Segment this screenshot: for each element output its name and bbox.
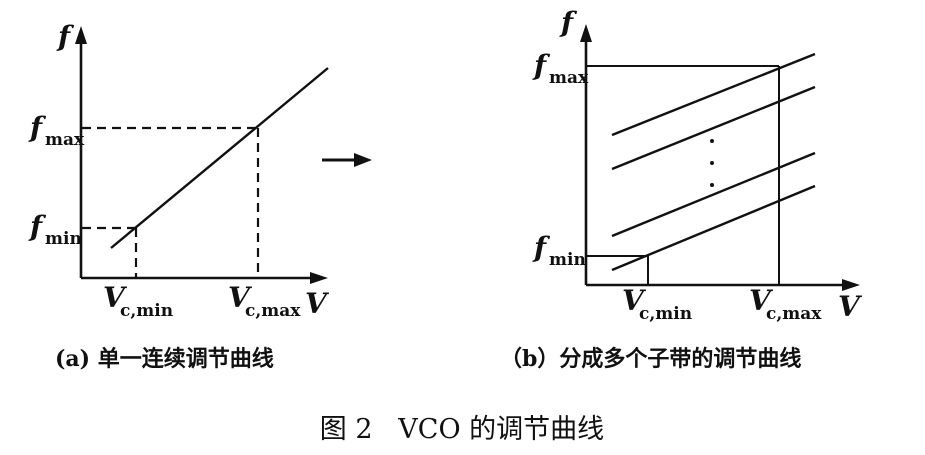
panel-b-vcmax-sub: c,max (766, 304, 822, 324)
panel-b-subband-line-4 (611, 184, 816, 272)
panel-a: f V f max f min V c,min V c,max (a) 单一连续… (28, 20, 330, 372)
panel-a-fmin-sub: min (45, 229, 82, 249)
panel-a-x-axis-label: V (305, 287, 330, 320)
panel-b-ellipsis-dot-1 (710, 139, 714, 143)
panel-b-fmax-sub: max (549, 68, 589, 88)
panel-a-x-arrow-icon (310, 272, 328, 284)
panel-b-fmin-sub: min (549, 250, 586, 270)
panel-b-vcmin-sub: c,min (639, 304, 692, 324)
panel-b-x-arrow-icon (842, 279, 860, 291)
panel-b: f V f max f min V c,min V c,max （b）分成多个子… (500, 6, 863, 372)
panel-b-y-axis-label: f (559, 6, 578, 39)
panel-a-vcmin-sub: c,min (120, 301, 173, 321)
panel-a-tuning-line (110, 67, 329, 249)
panel-a-y-arrow-icon (75, 26, 87, 44)
panel-b-subband-line-2 (611, 85, 816, 171)
panel-b-x-axis-label: V (838, 290, 863, 323)
panel-b-vcmin-label: V (622, 284, 647, 317)
panel-a-fmax-sub: max (45, 130, 85, 150)
panel-b-subband-line-3 (611, 151, 816, 238)
panel-a-vcmax-label: V (228, 281, 253, 314)
panel-a-vcmax-sub: c,max (245, 301, 301, 321)
panel-b-vcmax-label: V (749, 284, 774, 317)
panel-b-y-arrow-icon (580, 24, 592, 42)
panel-b-ellipsis-dot-3 (710, 183, 714, 187)
panel-a-vcmin-label: V (103, 281, 128, 314)
panel-a-y-axis-label: f (56, 20, 75, 53)
panel-b-subband-line-1 (611, 52, 816, 137)
transition-arrow-icon (322, 153, 372, 167)
panel-b-ellipsis-dot-2 (710, 161, 714, 165)
panel-b-caption: （b）分成多个子带的调节曲线 (500, 346, 801, 372)
figure-caption: 图 2 VCO 的调节曲线 (320, 414, 604, 445)
panel-a-caption: (a) 单一连续调节曲线 (55, 346, 274, 372)
